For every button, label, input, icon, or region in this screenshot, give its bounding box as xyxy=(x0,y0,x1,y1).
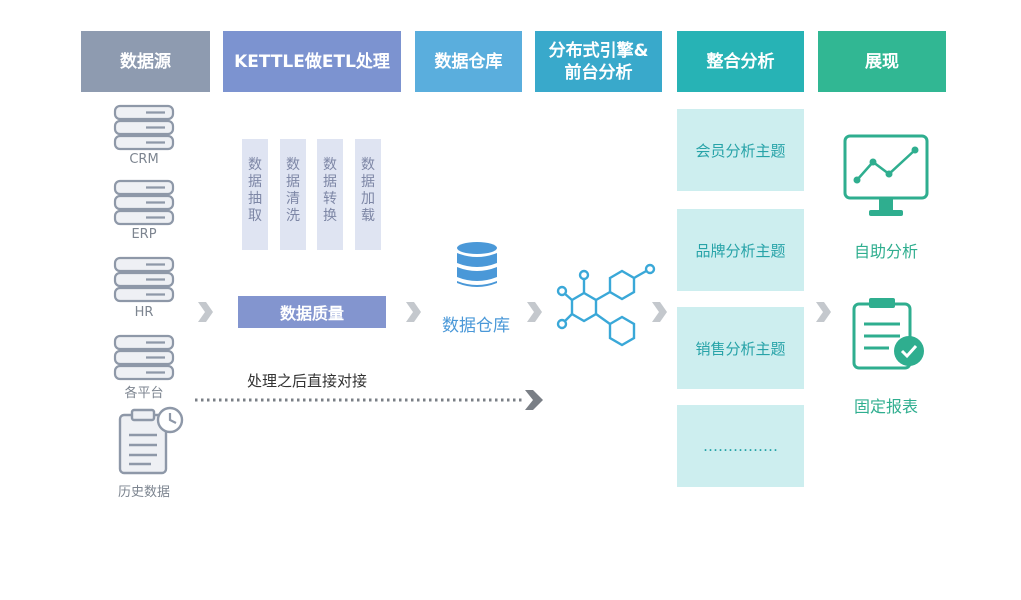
topic-brand: 品牌分析主题 xyxy=(677,209,804,291)
topic-member: 会员分析主题 xyxy=(677,109,804,191)
etl-step-clean: 数据清洗 xyxy=(280,139,306,250)
header-sources-label: 数据源 xyxy=(120,51,171,72)
clipboard-check-icon xyxy=(852,298,924,370)
source-label-hr: HR xyxy=(134,305,154,320)
data-quality-box: 数据质量 xyxy=(238,296,386,328)
header-warehouse: 数据仓库 xyxy=(415,31,522,92)
source-label-platforms: 各平台 xyxy=(124,386,164,401)
database-server-icon xyxy=(113,179,175,226)
clipboard-clock-icon xyxy=(118,406,184,475)
topic-more: …………… xyxy=(677,405,804,487)
database-server-icon xyxy=(113,256,175,303)
header-engine-line1: 分布式引擎& xyxy=(548,40,649,61)
data-quality-label: 数据质量 xyxy=(279,304,344,323)
chevron-right-icon xyxy=(527,302,542,322)
chevron-right-icon xyxy=(652,302,667,322)
database-cylinder-icon xyxy=(457,242,497,287)
header-etl: KETTLE做ETL处理 xyxy=(223,31,401,92)
header-integration: 整合分析 xyxy=(677,31,804,92)
source-label-crm: CRM xyxy=(129,152,159,167)
header-warehouse-label: 数据仓库 xyxy=(434,51,503,72)
source-label-history: 历史数据 xyxy=(117,485,170,500)
etl-step-extract: 数据抽取 xyxy=(242,139,268,250)
direct-path-label: 处理之后直接对接 xyxy=(247,372,368,390)
self-service-label: 自助分析 xyxy=(853,242,918,261)
database-server-icon xyxy=(113,334,175,381)
etl-step-load: 数据加载 xyxy=(355,139,381,250)
topic-sales: 销售分析主题 xyxy=(677,307,804,389)
fixed-report-label: 固定报表 xyxy=(853,397,918,416)
dotted-arrow xyxy=(195,390,543,410)
source-label-erp: ERP xyxy=(131,227,157,242)
header-engine: 分布式引擎& 前台分析 xyxy=(535,31,662,92)
warehouse-label: 数据仓库 xyxy=(442,316,510,336)
molecule-network-icon xyxy=(556,263,656,347)
header-display-label: 展现 xyxy=(865,51,899,72)
chevron-right-icon xyxy=(816,302,831,322)
database-server-icon xyxy=(113,104,175,151)
header-engine-line2: 前台分析 xyxy=(564,62,633,83)
etl-step-transform: 数据转换 xyxy=(317,139,343,250)
header-integration-label: 整合分析 xyxy=(706,51,775,72)
header-etl-label: KETTLE做ETL处理 xyxy=(234,51,390,72)
header-sources: 数据源 xyxy=(81,31,210,92)
monitor-chart-icon xyxy=(843,134,929,216)
header-display: 展现 xyxy=(818,31,946,92)
chevron-right-icon xyxy=(406,302,421,322)
chevron-right-icon xyxy=(198,302,213,322)
